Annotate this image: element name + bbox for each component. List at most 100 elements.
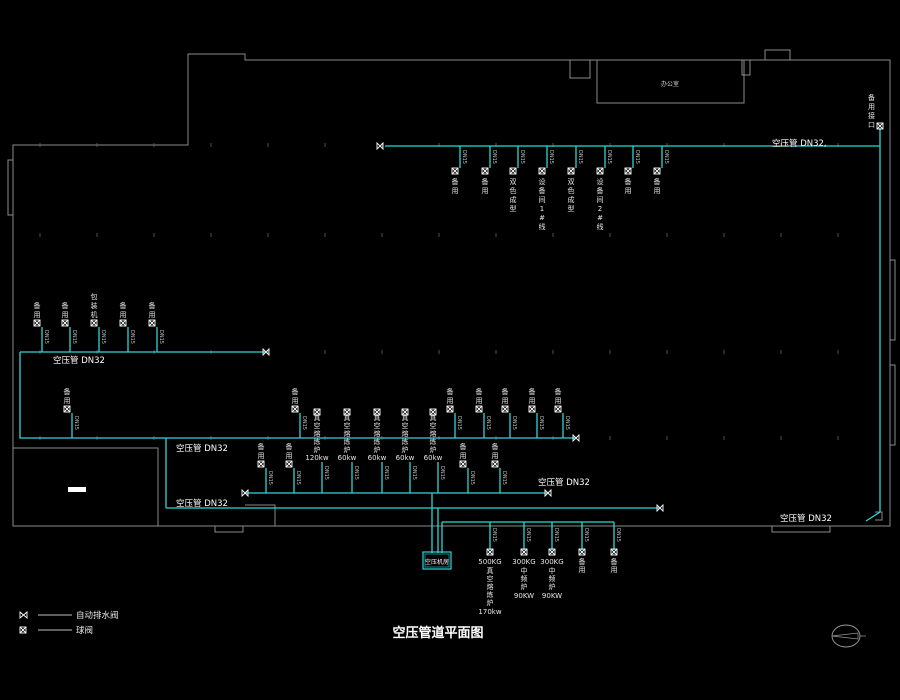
ball-valve-cross [446,405,454,413]
drop-label-char: 空 [430,421,437,430]
drop-label-char: 真 [314,413,321,422]
drop-label-char: 型 [510,204,517,213]
drop-power-label: 90KW [542,592,562,600]
drop-label: 备用 [258,442,265,460]
ball-valve-cross [528,405,536,413]
drop-label-char: 频 [549,574,556,583]
drop-label: 中频炉 [521,566,528,591]
drop-label-char: 备 [292,387,299,396]
drop-label-char: 炉 [549,582,556,591]
ball-valve-cross [596,167,604,175]
ball-valve-cross [653,167,661,175]
drop-label-char: 炼 [487,590,494,599]
ball-valve-icon [554,405,562,413]
drop-label: 真空熔炼炉 [344,413,351,454]
drop-label: 备用 [447,387,454,405]
pipe-label-main-4: 空压管 DN32 [780,513,832,524]
drop-label-char: 中 [521,566,528,575]
drop-label: 包装机 [91,292,98,319]
ball-valve-icon [33,319,41,327]
ball-valve-icon [61,319,69,327]
drop-label-char: 备 [447,387,454,396]
ball-valve-cross [33,319,41,327]
drop-label-char: 用 [625,187,632,195]
legend: 自动排水阀 球阀 [19,610,119,636]
drop-label-char: 双 [510,178,517,186]
drop-label-char: 炉 [487,598,494,607]
drop-label-char: 炼 [430,437,437,446]
drop-label-char: 间 [597,196,604,204]
office-label: 办公室 [661,80,679,88]
drop-label: 备用 [579,557,586,574]
dn-size-label: DN15 [129,330,135,344]
drop-label-char: 用 [611,566,618,574]
drop-label-char: 炉 [521,582,528,591]
ball-valve-cross [285,460,293,468]
ball-valve-icon [451,167,459,175]
drop-label-char: 备 [555,387,562,396]
drop-label: 备用 [460,442,467,460]
drop-label-char: 色 [568,186,575,195]
ball-valve-cross [119,319,127,327]
ball-valve-icon [63,405,71,413]
ball-valve-icon [486,548,494,556]
drop-label: 备用 [62,301,69,319]
north-arrow-icon [831,624,866,648]
ball-valve-icon [491,460,499,468]
ball-valve-cross [451,167,459,175]
dn-size-label: DN15 [456,416,462,430]
drop-label-char: 型 [568,204,575,213]
dn-size-label: DN15 [525,528,531,542]
drop-label: 备用 [482,177,489,195]
drop-power-label: 170kw [478,608,501,616]
ball-valve-cross [509,167,517,175]
ball-valve-cross [459,460,467,468]
ball-valve-icon [401,408,409,416]
drop-label-char: 备 [482,177,489,186]
ball-valve-icon [19,626,27,634]
ball-valve-cross [610,548,618,556]
drop-label-char: 空 [374,421,381,430]
drop-label: 真空熔炼炉 [314,413,321,454]
drop-label-char: 机 [91,310,98,319]
drop-label-char: 空 [344,421,351,430]
drop-label-char: 备 [64,387,71,396]
drop-label: 双色成型 [510,178,517,213]
drop-label-char: 包 [91,292,98,301]
ball-valve-cross [876,122,884,130]
compressed-air-pipes [19,122,884,553]
ball-valve-cross [257,460,265,468]
drop-label-char: 成 [568,195,575,204]
spare-interface-char: 用 [868,103,875,111]
drop-label: 备用 [34,301,41,319]
drop-label: 备用 [64,387,71,405]
ball-valve-cross [486,548,494,556]
spare-interface-char: 接 [868,111,875,120]
drop-capacity-label: 300KG [512,558,535,566]
drop-label-char: 炉 [374,445,381,454]
drop-power-label: 60kw [368,454,387,462]
column-grid-marks [39,143,839,440]
drop-label-char: 空 [487,574,494,583]
ball-valve-cross [481,167,489,175]
drop-label-char: 用 [120,311,127,319]
drop-label: 真空熔炼炉 [374,413,381,454]
ball-valve-icon [285,460,293,468]
compressor-room-label: 空压机房 [425,558,449,566]
ball-valve-icon [148,319,156,327]
drop-label: 真空熔炼炉 [430,413,437,454]
pipe-segment [19,352,575,439]
ball-valve-cross [343,408,351,416]
drop-label-char: 双 [568,178,575,186]
pipe-label-left-upper: 空压管 DN32 [53,355,105,366]
drop-label: 备用 [476,387,483,405]
ball-valve-cross [491,460,499,468]
drop-label-char: 用 [286,452,293,460]
drop-label-char: 频 [521,574,528,583]
drop-label-char: 设 [539,177,546,186]
drop-label-char: 备 [460,442,467,451]
drop-label: 备用 [502,387,509,405]
drop-label-char: 备 [654,177,661,186]
drop-label-char: 用 [149,311,156,319]
drawing-title: 空压管道平面图 [392,626,484,641]
